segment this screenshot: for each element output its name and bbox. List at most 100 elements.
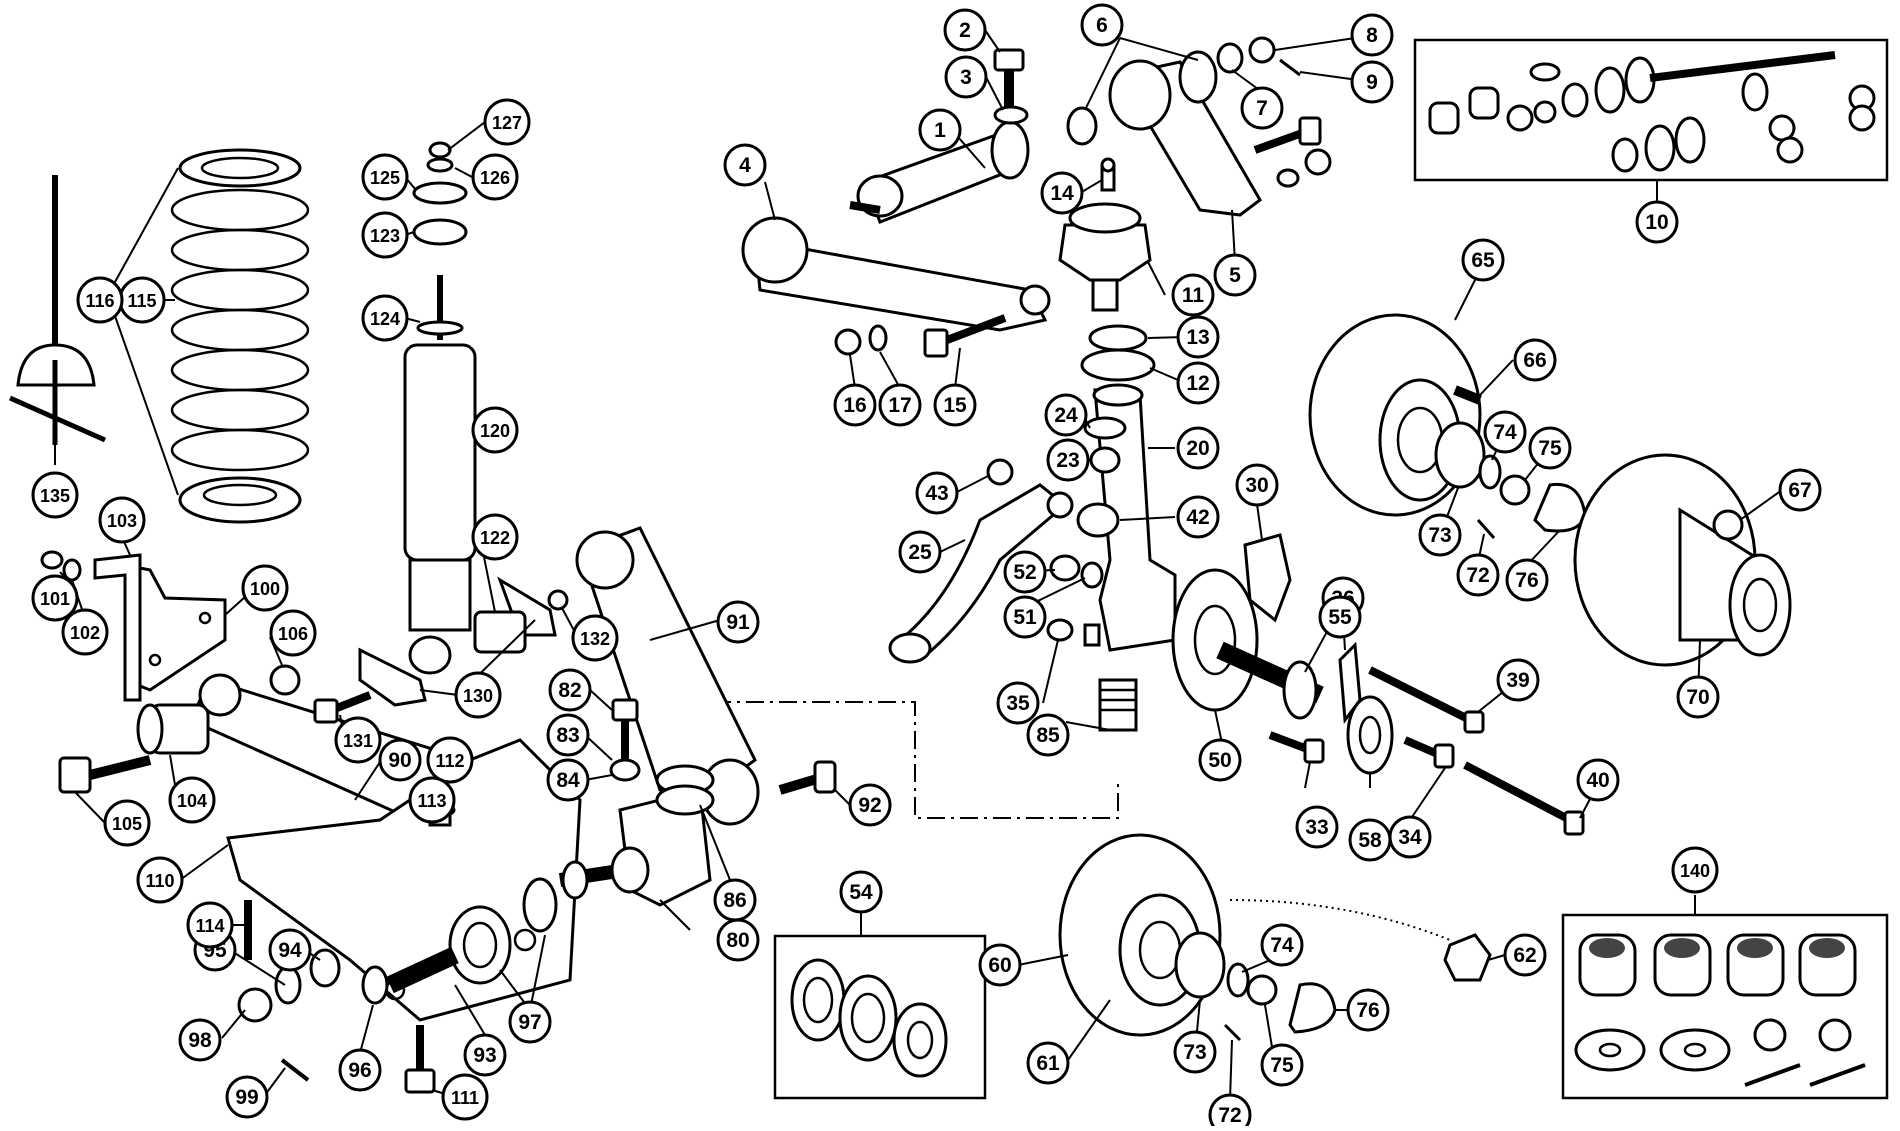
bearing-73b	[1174, 931, 1226, 999]
callout-circle	[1198, 738, 1242, 782]
washer-74b	[1226, 962, 1250, 998]
pin-72b	[1223, 1023, 1242, 1042]
callout-number: 52	[1013, 561, 1036, 584]
washer-17	[868, 324, 888, 352]
callout-number: 8	[1366, 24, 1378, 47]
steering-arm-25	[888, 483, 1074, 664]
washer-102	[62, 558, 82, 582]
bush-24	[1083, 416, 1127, 440]
callout-circle	[996, 681, 1040, 725]
callout-circle	[31, 574, 79, 622]
callout-circle	[1676, 675, 1720, 719]
callout-12: 12	[1176, 361, 1220, 405]
callout-circle	[1040, 171, 1084, 215]
callout-15: 15	[933, 383, 977, 427]
callout-number: 51	[1013, 606, 1037, 629]
callout-number: 17	[888, 394, 911, 417]
callout-86: 86	[713, 878, 757, 922]
callout-number: 58	[1358, 829, 1382, 852]
callout-number: 125	[370, 168, 400, 188]
callout-circle	[944, 55, 988, 99]
inset-box-140	[1561, 913, 1889, 1100]
bearing-58	[1346, 695, 1394, 775]
callout-number: 55	[1328, 606, 1352, 629]
bush-42	[1076, 502, 1120, 538]
callout-circle	[1671, 846, 1719, 894]
bolt-15	[923, 314, 1007, 358]
callout-number: 76	[1356, 999, 1379, 1022]
callout-number: 131	[343, 731, 373, 751]
callout-65: 65	[1461, 238, 1505, 282]
callout-number: 116	[85, 291, 114, 311]
pin-72a	[1476, 519, 1496, 539]
thread-85	[1098, 678, 1138, 732]
callout-circle	[571, 614, 619, 662]
nut-52	[1049, 554, 1081, 582]
callout-74: 74	[1260, 923, 1304, 967]
callout-number: 72	[1218, 1104, 1241, 1126]
callout-number: 102	[70, 623, 100, 643]
callout-number: 98	[188, 1029, 212, 1052]
callout-circle	[426, 736, 474, 784]
callout-112: 112	[426, 736, 474, 784]
callout-circle	[1576, 758, 1620, 802]
spring-compressor-tool	[8, 175, 107, 445]
callout-85: 85	[1026, 713, 1070, 757]
callout-circle	[1346, 988, 1390, 1032]
callout-number: 40	[1586, 769, 1609, 792]
callout-75: 75	[1260, 1043, 1304, 1087]
callout-circle	[713, 878, 757, 922]
callout-circle	[1235, 463, 1279, 507]
callout-circle	[723, 143, 767, 187]
callout-number: 83	[556, 724, 579, 747]
bolt-39	[1368, 666, 1485, 734]
callout-circle	[1026, 1041, 1070, 1085]
callout-number: 42	[1186, 506, 1209, 529]
callout-number: 82	[558, 679, 581, 702]
washer-3	[993, 105, 1029, 125]
callout-98: 98	[178, 1018, 222, 1062]
callout-73: 73	[1418, 513, 1462, 557]
callout-circle	[1635, 200, 1679, 244]
callout-number: 76	[1515, 569, 1538, 592]
callout-circle	[103, 799, 151, 847]
callout-106: 106	[269, 609, 317, 657]
inset-54-bearings	[790, 958, 948, 1078]
callout-number: 123	[370, 226, 400, 246]
washer-74a	[1478, 454, 1502, 490]
callout-102: 102	[61, 608, 109, 656]
callout-circle	[1503, 933, 1547, 977]
callout-number: 13	[1186, 326, 1209, 349]
callout-114: 114	[186, 901, 234, 949]
callout-140: 140	[1671, 846, 1719, 894]
callout-circle	[1044, 393, 1088, 437]
callout-circle	[716, 600, 760, 644]
callout-number: 100	[250, 579, 280, 599]
callout-number: 74	[1493, 421, 1517, 444]
callout-circle	[1318, 595, 1362, 639]
callout-number: 75	[1270, 1054, 1294, 1077]
bolt-33	[1268, 731, 1325, 764]
callout-93: 93	[463, 1033, 507, 1077]
grease-nipple-85	[1083, 623, 1101, 647]
bearing-73a	[1434, 421, 1486, 489]
callout-circle	[1003, 595, 1047, 639]
callout-11: 11	[1171, 273, 1215, 317]
callout-75: 75	[1528, 426, 1572, 470]
callout-35: 35	[996, 681, 1040, 725]
callout-7: 7	[1240, 86, 1284, 130]
callout-number: 39	[1506, 669, 1529, 692]
callout-6: 6	[1080, 3, 1124, 47]
callout-number: 34	[1398, 826, 1422, 849]
callout-circle	[1496, 658, 1540, 702]
nut-106	[269, 664, 301, 696]
callout-90: 90	[378, 738, 422, 782]
callout-number: 105	[112, 814, 142, 834]
callout-circle	[1350, 60, 1394, 104]
callout-104: 104	[168, 776, 216, 824]
callout-111: 111	[441, 1073, 489, 1121]
callout-number: 20	[1186, 437, 1209, 460]
callout-94: 94	[268, 928, 312, 972]
